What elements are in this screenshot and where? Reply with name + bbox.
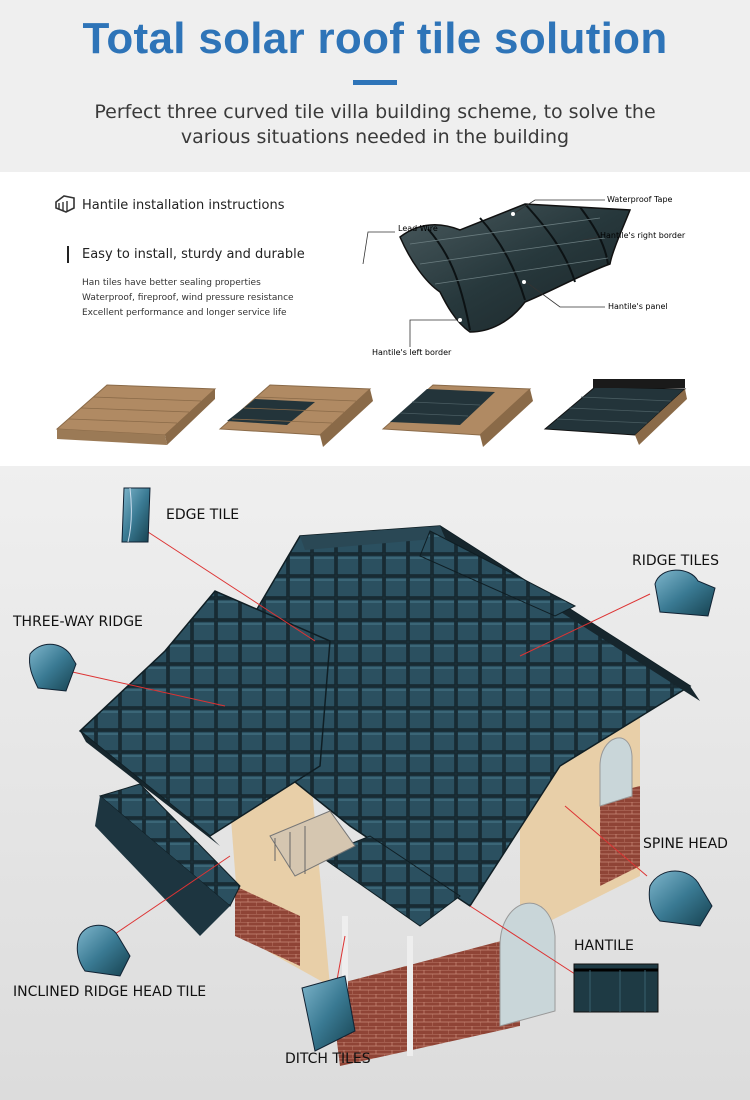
- component-leaders: [67, 531, 651, 992]
- callout-panel: Hantile's panel: [608, 302, 668, 311]
- installation-subheading: Easy to install, sturdy and durable: [82, 247, 305, 262]
- callout-left-border: Hantile's left border: [372, 348, 452, 357]
- hantile-diagram: Waterproof Tape Lead Wire Hantile's righ…: [362, 195, 686, 357]
- label-hantile: HANTILE: [574, 938, 634, 954]
- subtitle-line-2: various situations needed in the buildin…: [180, 126, 570, 148]
- callout-waterproof-tape: Waterproof Tape: [607, 195, 673, 204]
- feature-list: Han tiles have better sealing properties…: [82, 276, 294, 321]
- callout-lead-wire: Lead Wire: [398, 224, 438, 233]
- label-three-way-ridge: THREE-WAY RIDGE: [13, 614, 143, 630]
- installation-heading: Hantile installation instructions: [82, 198, 285, 213]
- roof-tile-icon: [55, 195, 75, 213]
- feature-item: Han tiles have better sealing properties: [82, 278, 261, 288]
- page-title: Total solar roof tile solution: [82, 14, 668, 63]
- three-way-ridge-sample: [29, 643, 77, 692]
- install-step-2: [218, 384, 373, 447]
- installation-steps: [55, 379, 687, 447]
- install-step-4: [543, 379, 687, 445]
- inclined-ridge-head-tile-sample: [76, 924, 131, 977]
- label-spine-head: SPINE HEAD: [643, 836, 728, 852]
- edge-tile-sample: [121, 487, 151, 543]
- callout-right-border: Hantile's right border: [600, 231, 686, 240]
- feature-item: Waterproof, fireproof, wind pressure res…: [82, 293, 294, 303]
- subtitle-line-1: Perfect three curved tile villa building…: [94, 101, 656, 123]
- page-subtitle: Perfect three curved tile villa building…: [0, 100, 750, 150]
- label-inclined-ridge-head-tile: INCLINED RIDGE HEAD TILE: [13, 984, 207, 1000]
- feature-item: Excellent performance and longer service…: [82, 308, 287, 318]
- diagram-leaders: [362, 199, 605, 347]
- left-hip-roof: [78, 590, 331, 936]
- ridge-tile-sample: [654, 569, 716, 617]
- spine-head-sample: [648, 870, 713, 927]
- title-underline: [353, 80, 397, 85]
- hantile-panel-illustration: [399, 203, 632, 333]
- hantile-sample: [573, 963, 659, 1013]
- install-step-1: [55, 384, 217, 445]
- install-step-3: [381, 384, 533, 447]
- villa-illustration: [29, 487, 716, 1066]
- subheading-bar: [67, 246, 69, 263]
- label-ditch-tiles: DITCH TILES: [285, 1051, 371, 1067]
- installation-section: Hantile installation instructions Easy t…: [0, 172, 750, 466]
- main-roof: [199, 525, 700, 908]
- ditch-tile-sample: [301, 975, 356, 1052]
- header-banner: Total solar roof tile solution Perfect t…: [0, 0, 750, 172]
- label-edge-tile: EDGE TILE: [166, 507, 240, 523]
- roof-components-section: EDGE TILE RIDGE TILES THREE-WAY RIDGE SP…: [0, 466, 750, 1100]
- label-ridge-tiles: RIDGE TILES: [632, 553, 719, 569]
